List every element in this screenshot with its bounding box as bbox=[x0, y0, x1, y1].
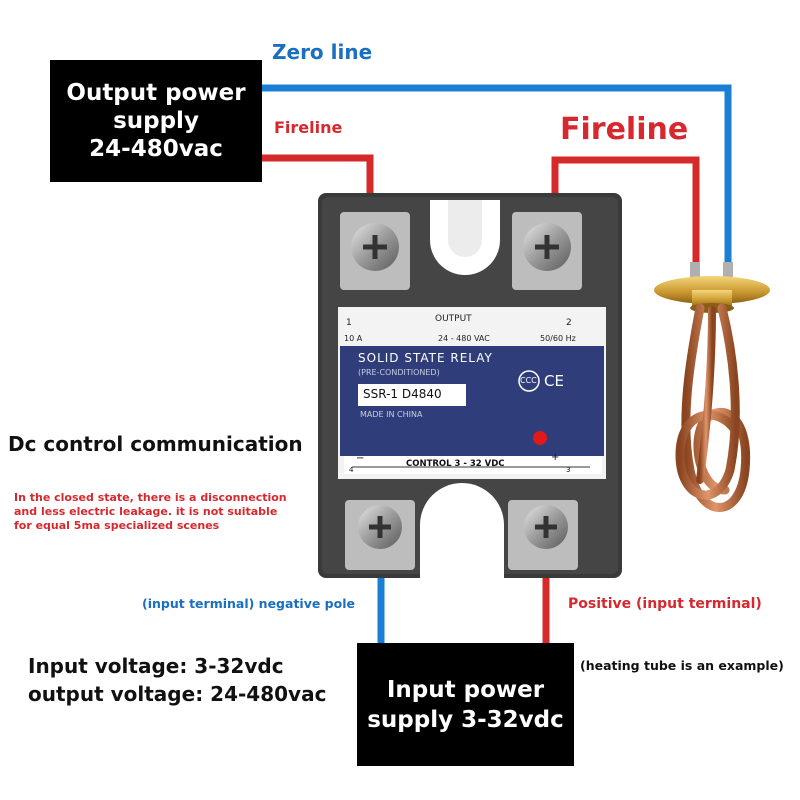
relay-plus-sign: + bbox=[551, 452, 560, 463]
heating-example-label: (heating tube is an example) bbox=[580, 658, 784, 673]
relay-voltage-range: 24 - 480 VAC bbox=[438, 334, 490, 343]
warning-line1: In the closed state, there is a disconne… bbox=[14, 491, 287, 504]
relay-control-label: CONTROL 3 - 32 VDC bbox=[406, 459, 505, 469]
relay-frequency: 50/60 Hz bbox=[540, 334, 576, 343]
relay-current: 10 A bbox=[344, 334, 363, 343]
warning-line3: for equal 5ma specialized scenes bbox=[14, 519, 220, 532]
relay-terminal-4: 4 bbox=[349, 466, 354, 474]
warning-line2: and less electric leakage. it is not sui… bbox=[14, 505, 278, 518]
relay-output-label: OUTPUT bbox=[435, 314, 472, 324]
relay-ce-mark: CE bbox=[544, 372, 564, 390]
heating-tube bbox=[654, 262, 770, 512]
relay-subtitle: (PRE-CONDITIONED) bbox=[358, 368, 440, 377]
output-box-line2: supply bbox=[113, 108, 199, 134]
output-voltage-label: output voltage: 24-480vac bbox=[28, 682, 327, 706]
input-voltage-label: Input voltage: 3-32vdc bbox=[28, 654, 284, 678]
relay-terminal-3: 3 bbox=[566, 466, 571, 474]
dc-control-label: Dc control communication bbox=[8, 432, 303, 456]
output-box-line1: Output power bbox=[66, 80, 246, 106]
relay-model: SSR-1 D4840 bbox=[363, 387, 442, 401]
relay-body bbox=[318, 193, 622, 578]
relay-origin: MADE IN CHINA bbox=[360, 410, 423, 419]
fireline-label-large: Fireline bbox=[560, 112, 689, 147]
fireline-label-small: Fireline bbox=[274, 118, 343, 137]
relay-terminal-1: 1 bbox=[346, 318, 352, 328]
input-box-line1: Input power bbox=[386, 676, 545, 703]
negative-pole-label: (input terminal) negative pole bbox=[142, 596, 355, 611]
input-power-supply-box: Input power supply 3-32vdc bbox=[357, 643, 574, 766]
output-box-line3: 24-480vac bbox=[89, 136, 223, 162]
relay-terminal-2: 2 bbox=[566, 318, 572, 328]
positive-label: Positive (input terminal) bbox=[568, 596, 762, 612]
zero-line-label: Zero line bbox=[272, 40, 373, 64]
relay-minus-sign: − bbox=[356, 453, 365, 464]
warning-text: In the closed state, there is a disconne… bbox=[14, 491, 287, 533]
output-power-supply-box: Output power supply 24-480vac bbox=[50, 60, 262, 182]
relay-title: SOLID STATE RELAY bbox=[358, 351, 493, 365]
zero-line-wire bbox=[262, 84, 732, 268]
relay-ccc-mark: CCC bbox=[520, 376, 537, 385]
input-box-line2: supply 3-32vdc bbox=[367, 706, 564, 733]
